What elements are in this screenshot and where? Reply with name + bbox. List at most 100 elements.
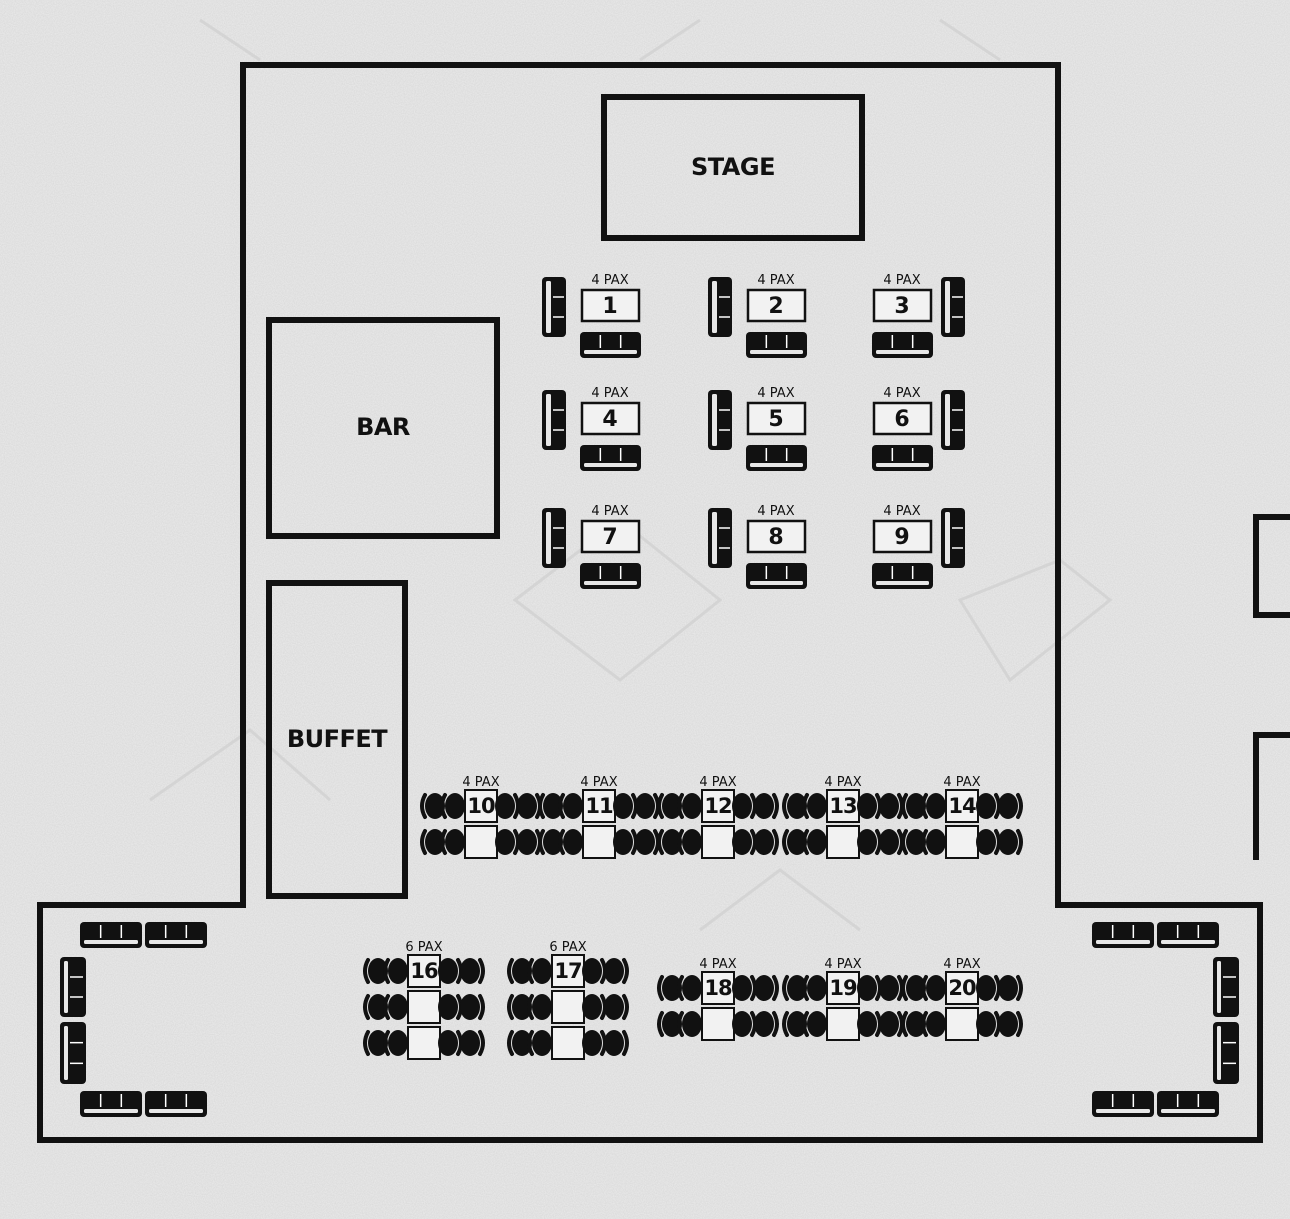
lounge-sofa-side-1 bbox=[60, 957, 86, 1017]
chair-right-inner bbox=[613, 829, 638, 855]
table-top-segment bbox=[582, 825, 616, 859]
table-pax-label: 6 PAX bbox=[405, 940, 442, 955]
table-pax-label: 4 PAX bbox=[883, 273, 920, 288]
table-number: 19 bbox=[829, 976, 857, 1000]
chair-left-inner bbox=[527, 994, 552, 1020]
chair-left-inner bbox=[677, 829, 702, 855]
chair-right-outer bbox=[754, 829, 779, 855]
sofa-bottom bbox=[872, 332, 933, 358]
adjoining-wall-bottom bbox=[1253, 732, 1290, 860]
chair-left-outer bbox=[901, 793, 926, 819]
table-top bbox=[746, 288, 807, 323]
table-3[interactable]: 4 PAX 3 bbox=[872, 273, 965, 358]
chair-right-inner bbox=[976, 793, 1001, 819]
chair-left-outer bbox=[782, 975, 807, 1001]
sofa-bottom bbox=[746, 445, 807, 471]
chair-left-outer bbox=[782, 829, 807, 855]
room-outline bbox=[37, 62, 1263, 1143]
table-top bbox=[746, 519, 807, 554]
adjoining-wall-top bbox=[1253, 514, 1290, 618]
lounge-sofa-side-2 bbox=[60, 1022, 86, 1084]
sofa-side bbox=[941, 390, 965, 450]
lounge-left[interactable] bbox=[60, 922, 207, 1117]
table-top bbox=[580, 519, 641, 554]
table-9[interactable]: 4 PAX 9 bbox=[872, 504, 965, 589]
chair-right-outer bbox=[998, 793, 1023, 819]
chair-left-inner bbox=[802, 975, 827, 1001]
chair-left-inner bbox=[383, 958, 408, 984]
table-number: 13 bbox=[829, 794, 856, 818]
table-number: 3 bbox=[894, 294, 909, 319]
chair-right-inner bbox=[857, 975, 882, 1001]
table-top-segment bbox=[582, 789, 616, 823]
table-pax-label: 4 PAX bbox=[699, 775, 736, 790]
chair-right-outer bbox=[998, 1011, 1023, 1037]
table-top-segment bbox=[551, 954, 585, 988]
table-top-segment bbox=[945, 825, 979, 859]
chair-left-outer bbox=[782, 1011, 807, 1037]
chair-right-outer bbox=[998, 829, 1023, 855]
chair-right-inner bbox=[857, 829, 882, 855]
chair-left-outer bbox=[901, 975, 926, 1001]
chair-left-inner bbox=[383, 994, 408, 1020]
chair-left-outer bbox=[657, 1011, 682, 1037]
lounge-sofa-top-1 bbox=[1092, 922, 1154, 948]
table-number: 5 bbox=[768, 407, 783, 432]
chair-right-outer bbox=[604, 1030, 629, 1056]
table-top bbox=[580, 288, 641, 323]
chair-left-outer bbox=[363, 994, 388, 1020]
table-5[interactable]: 4 PAX 5 bbox=[708, 386, 807, 471]
lounge-right[interactable] bbox=[1092, 922, 1239, 1117]
table-number: 9 bbox=[894, 525, 909, 550]
chair-right-inner bbox=[732, 793, 757, 819]
table-top-segment bbox=[826, 1007, 860, 1041]
table-16[interactable]: 6 PAX 16 bbox=[363, 940, 485, 1060]
chair-right-outer bbox=[879, 829, 904, 855]
chair-left-inner bbox=[802, 829, 827, 855]
chair-left-inner bbox=[921, 1011, 946, 1037]
chair-right-outer bbox=[460, 958, 485, 984]
sofa-side bbox=[708, 508, 732, 568]
table-number: 7 bbox=[602, 525, 617, 550]
table-number: 4 bbox=[602, 407, 617, 432]
table-pax-label: 4 PAX bbox=[883, 504, 920, 519]
table-number: 10 bbox=[467, 794, 495, 818]
table-top-segment bbox=[701, 825, 735, 859]
chair-left-inner bbox=[558, 793, 583, 819]
table-pax-label: 4 PAX bbox=[591, 504, 628, 519]
lounge-sofa-side-2 bbox=[1213, 1022, 1239, 1084]
chair-left-outer bbox=[507, 994, 532, 1020]
lounge-sofa-bottom-2 bbox=[1157, 1091, 1219, 1117]
chair-right-outer bbox=[635, 829, 660, 855]
chair-right-inner bbox=[438, 1030, 463, 1056]
buffet-area: BUFFET bbox=[266, 580, 408, 899]
table-number: 18 bbox=[704, 976, 732, 1000]
table-top bbox=[872, 401, 933, 436]
chair-right-outer bbox=[517, 829, 542, 855]
chair-left-outer bbox=[538, 793, 563, 819]
lounge-sofa-bottom-1 bbox=[80, 1091, 142, 1117]
table-7[interactable]: 4 PAX 7 bbox=[542, 504, 641, 589]
chair-right-outer bbox=[998, 975, 1023, 1001]
chair-right-inner bbox=[495, 793, 520, 819]
chair-right-inner bbox=[582, 994, 607, 1020]
table-pax-label: 4 PAX bbox=[757, 386, 794, 401]
table-number: 16 bbox=[410, 959, 438, 983]
chair-left-inner bbox=[383, 1030, 408, 1056]
chair-left-outer bbox=[657, 793, 682, 819]
